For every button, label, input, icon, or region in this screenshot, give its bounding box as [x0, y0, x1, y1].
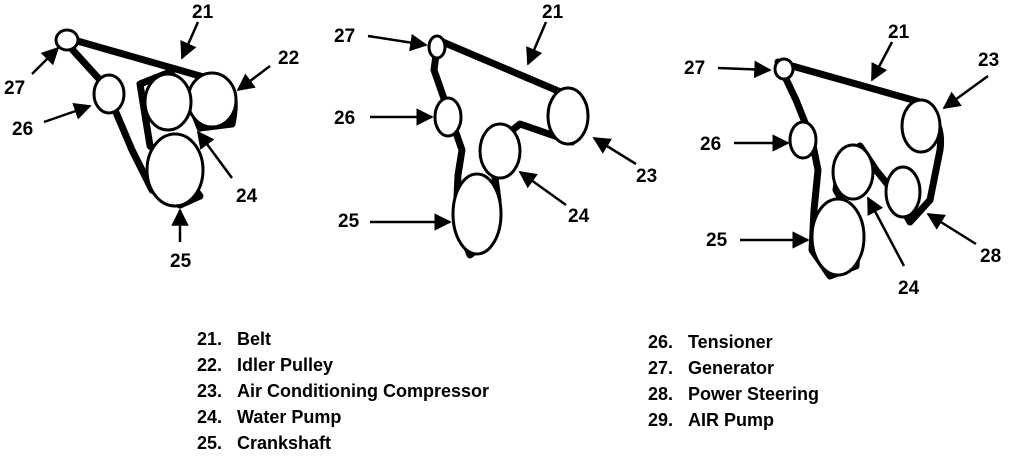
legend-right: 26. Tensioner 27. Generator 28. Power Steer…	[648, 329, 819, 433]
legend-label: Tensioner	[688, 332, 773, 352]
callout-28-d3: 28	[980, 246, 1001, 267]
callout-24-d2: 24	[568, 206, 590, 227]
diagram-3: 21 27 23 26 25 24 28	[684, 22, 1001, 299]
callout-26-d2: 26	[334, 108, 355, 129]
generator-pulley-3	[773, 57, 795, 81]
legend-label: AIR Pump	[688, 410, 775, 430]
legend-item: 21. Belt	[197, 326, 489, 352]
callout-25-d3: 25	[706, 230, 728, 251]
legend-item: 28. Power Steering	[648, 381, 819, 407]
legend-item: 26. Tensioner	[648, 329, 819, 355]
tensioner-pulley-1	[92, 73, 126, 115]
tensioner-pulley-3	[788, 120, 818, 160]
legend-number: 25.	[197, 433, 223, 453]
legend-number: 23.	[197, 381, 223, 401]
legend-item: 27. Generator	[648, 355, 819, 381]
legend-number: 27.	[648, 358, 674, 378]
legend-item: 22. Idler Pulley	[197, 352, 489, 378]
diagram-2: 27 21 26 23 24 25	[334, 2, 657, 259]
legend-label: Power Steering	[688, 384, 820, 404]
ac-pulley-2	[546, 86, 590, 146]
legend-number: 21.	[197, 329, 223, 349]
legend-item: 24. Water Pump	[197, 404, 489, 430]
legend-label: Crankshaft	[237, 433, 332, 453]
callout-25-d2: 25	[338, 211, 360, 232]
generator-pulley-1	[54, 28, 80, 52]
callout-27-d2: 27	[334, 26, 355, 47]
diagram-1: 21 22 24 25 26 27	[4, 2, 299, 272]
legend-label: Generator	[688, 358, 775, 378]
callout-21-d2: 21	[542, 2, 564, 23]
legend-label: Air Conditioning Compressor	[237, 381, 489, 401]
legend-number: 28.	[648, 384, 674, 404]
legend-number: 26.	[648, 332, 674, 352]
callout-26-d3: 26	[700, 134, 721, 155]
legend-left: 21. Belt 22. Idler Pulley 23. Air Condition…	[197, 326, 489, 456]
callout-21-d3: 21	[888, 22, 910, 43]
callout-22-d1: 22	[278, 48, 299, 69]
callout-27-d3: 27	[684, 58, 705, 79]
callout-26-d1: 26	[12, 119, 33, 140]
callout-23-d2: 23	[636, 166, 657, 187]
crankshaft-pulley-2	[451, 172, 503, 256]
legend-number: 24.	[197, 407, 223, 427]
callout-23-d3: 23	[978, 50, 999, 71]
ac-pulley-3	[900, 98, 942, 154]
water-pump-pulley-3	[831, 143, 875, 201]
legend-item: 29. AIR Pump	[648, 407, 819, 433]
callout-24-d3: 24	[898, 278, 920, 299]
callout-27-d1: 27	[4, 78, 25, 99]
legend-item: 25. Crankshaft	[197, 430, 489, 456]
legend-number: 22.	[197, 355, 223, 375]
legend-item: 23. Air Conditioning Compressor	[197, 378, 489, 404]
generator-pulley-2	[427, 34, 447, 60]
legend-label: Idler Pulley	[237, 355, 334, 375]
legend-label: Belt	[237, 329, 272, 349]
water-pump-pulley-1	[143, 72, 193, 132]
power-steering-pulley-3	[884, 165, 922, 219]
crankshaft-pulley-1	[145, 132, 205, 208]
idler-pulley-1	[186, 71, 238, 129]
callout-24-d1: 24	[236, 186, 258, 207]
callout-21-d1: 21	[192, 2, 214, 23]
callout-25-d1: 25	[170, 251, 192, 272]
tensioner-pulley-2	[433, 96, 463, 138]
legend-label: Water Pump	[237, 407, 342, 427]
water-pump-pulley-2	[478, 122, 522, 180]
crankshaft-pulley-3	[810, 197, 866, 277]
legend-number: 29.	[648, 410, 674, 430]
